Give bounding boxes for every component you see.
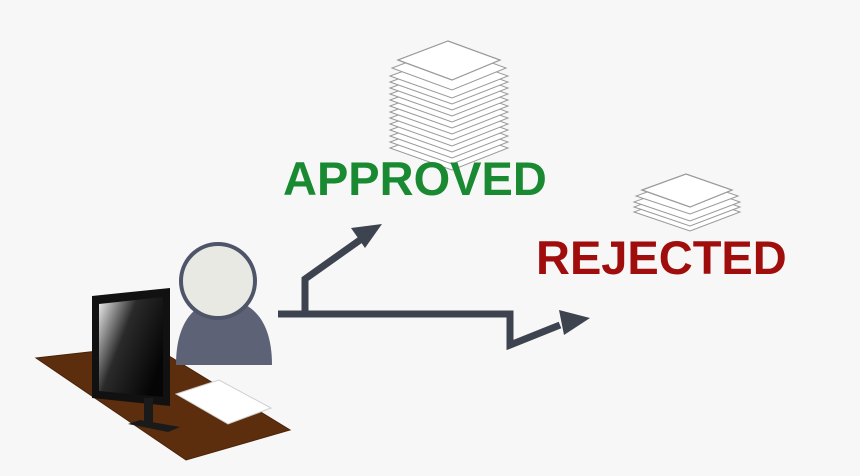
computer-monitor (92, 288, 180, 432)
short-paper-stack (632, 173, 742, 232)
seated-person (176, 242, 272, 365)
arrow-to-rejected (305, 310, 590, 351)
paper-sheet-on-desk (174, 379, 273, 425)
arrow-to-approved (278, 224, 382, 318)
tall-paper-stack (388, 40, 510, 171)
rejected-label: REJECTED (536, 231, 787, 284)
approved-label: APPROVED (283, 152, 547, 205)
